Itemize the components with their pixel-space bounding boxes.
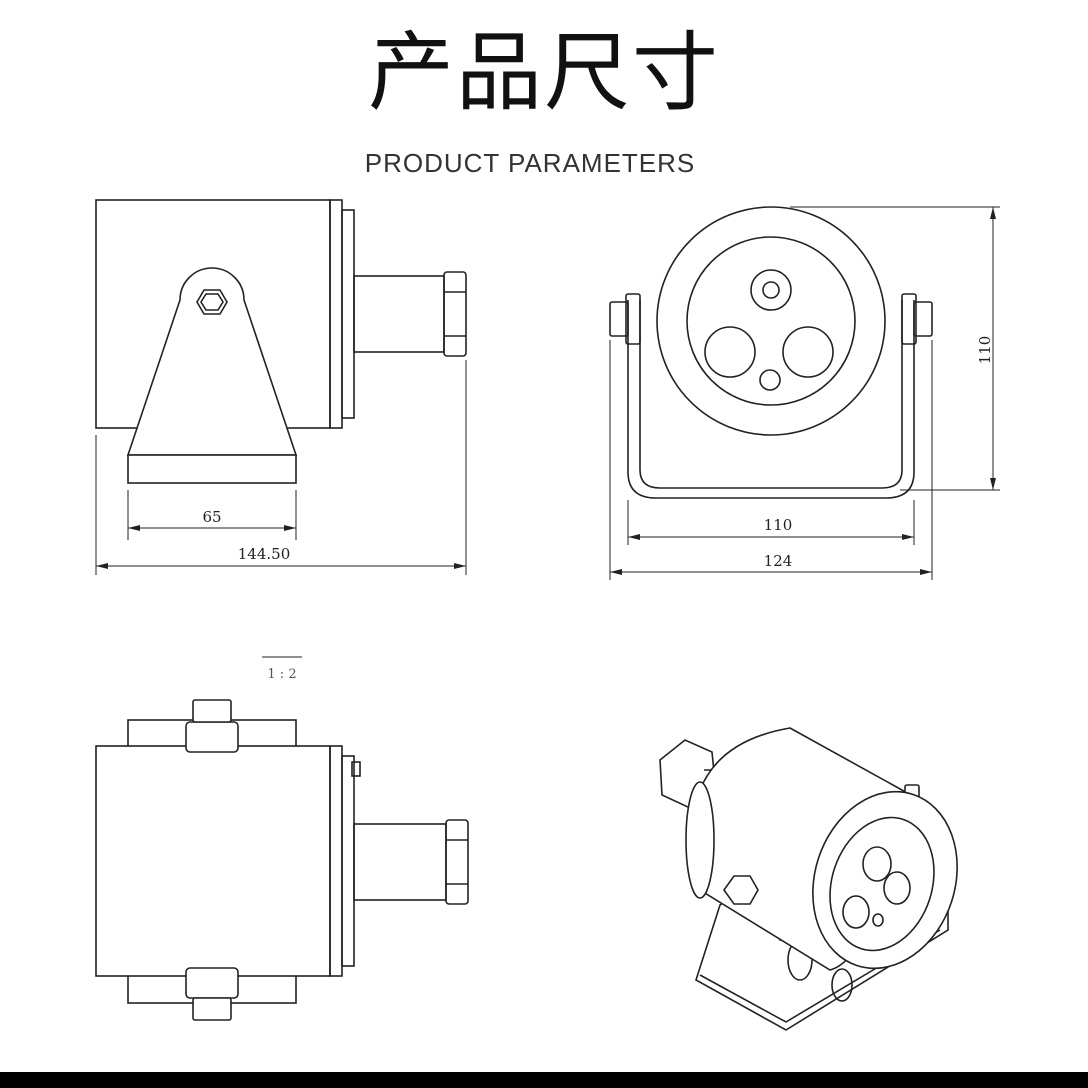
side-hex-bolt (196, 289, 228, 315)
dim-label-124: 124 (764, 552, 793, 570)
front-outer-ring (656, 206, 886, 436)
front-center-led (750, 269, 792, 311)
page-title: 产品尺寸 (368, 23, 720, 123)
front-u-bracket (639, 300, 903, 489)
scale-note: 1 : 2 (267, 667, 296, 682)
iso-lens-plate (829, 816, 935, 952)
top-body (95, 745, 331, 977)
front-small-hole (759, 369, 781, 391)
iso-side-bolt (723, 875, 759, 905)
dim-label-110-v: 110 (976, 336, 994, 365)
iso-led-left (842, 895, 870, 929)
top-bolt-upper (185, 721, 239, 753)
side-flange (329, 199, 343, 429)
front-bolt-left (609, 301, 629, 337)
dim-label-65: 65 (202, 508, 221, 526)
top-connector (353, 823, 447, 901)
front-bolt-right (913, 301, 933, 337)
side-nut (443, 271, 467, 357)
bottom-bar (0, 1072, 1088, 1088)
dim-label-110-h: 110 (764, 516, 793, 534)
side-connector (353, 275, 445, 353)
iso-small-hole (872, 913, 884, 927)
dim-label-144: 144.50 (238, 545, 291, 563)
isometric-view (659, 727, 958, 1031)
side-view (95, 199, 467, 575)
page-subtitle: PRODUCT PARAMETERS (364, 148, 696, 178)
top-bolt-lower (185, 967, 239, 999)
iso-led-top (862, 846, 892, 882)
front-view (609, 206, 1000, 580)
top-flange-ring (341, 755, 355, 967)
side-flange-ring (341, 209, 355, 419)
front-led-right (782, 326, 834, 378)
side-bracket (126, 267, 298, 456)
front-led-left (704, 326, 756, 378)
iso-led-right (883, 871, 911, 905)
top-flange (329, 745, 343, 977)
front-lens-plate (686, 236, 856, 406)
top-nut (445, 819, 469, 905)
side-base-plate (127, 454, 297, 484)
top-view (95, 699, 469, 1021)
